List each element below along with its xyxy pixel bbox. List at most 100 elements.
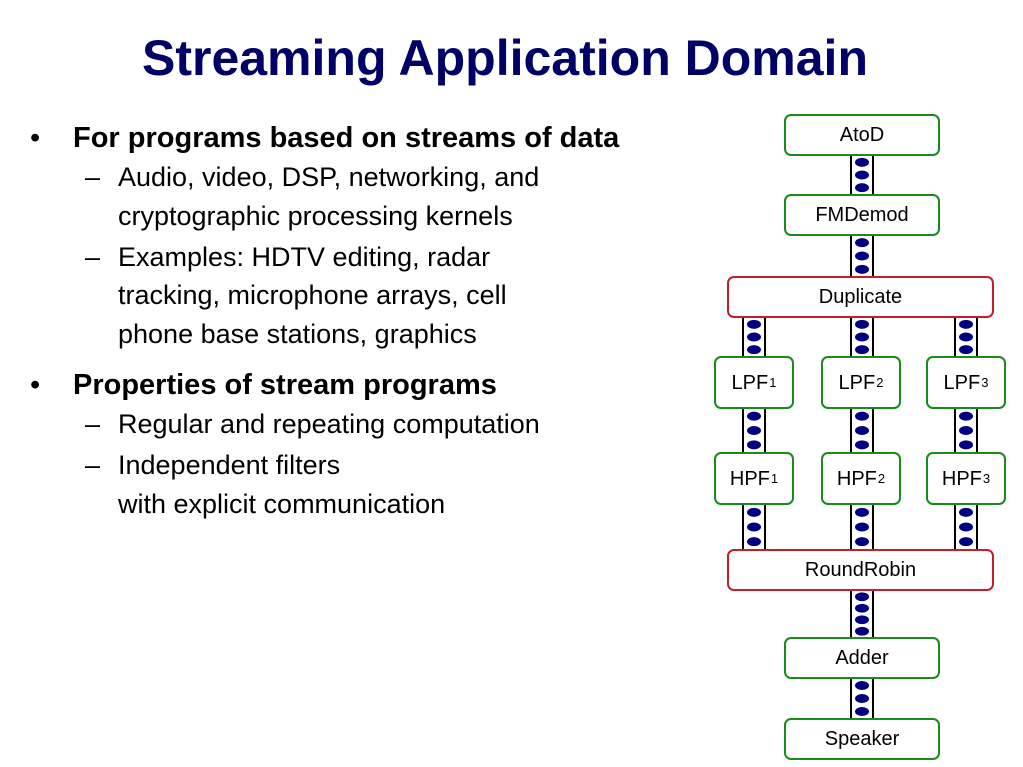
channel-adder-speaker [850,679,874,718]
channel-duplicate-lpf3 [954,318,978,356]
channel-lpf2-hpf2 [850,409,874,452]
data-token [959,537,973,547]
data-token [855,426,869,435]
data-token [747,537,761,547]
dash-marker: – [85,409,101,440]
node-label: LPF [943,371,981,394]
channel-atod-fmdemod [850,156,874,194]
channel-roundrobin-adder [850,591,874,637]
bullet-item-2: • Properties of stream programs [28,367,728,403]
data-token [959,411,973,421]
channel-lpf3-hpf3 [954,409,978,452]
node-fmdemod: FMDemod [784,194,940,236]
data-token [855,251,869,261]
node-adder: Adder [784,637,940,679]
sub-bullet-line: Examples: HDTV editing, radar [118,241,491,272]
data-token [959,426,973,435]
dash-marker: – [85,450,101,481]
bullet-item-1: • For programs based on streams of data [28,120,728,156]
sub-bullet-item: – Independent filters with explicit comm… [28,446,728,523]
node-label: LPF [838,371,876,394]
node-speaker: Speaker [784,718,940,760]
data-token [855,332,869,342]
channel-fmdemod-duplicate [850,236,874,276]
channel-duplicate-lpf2 [850,318,874,356]
bullet-list: • For programs based on streams of data … [28,120,728,523]
channel-duplicate-lpf1 [742,318,766,356]
node-label: Adder [835,647,889,669]
sub-bullet-item: – Audio, video, DSP, networking, and cry… [28,158,728,235]
channel-hpf1-roundrobin [742,505,766,549]
bullet-marker: • [30,122,41,154]
bullet-marker: • [30,368,41,401]
node-label: FMDemod [815,204,909,226]
node-label: LPF [731,371,769,394]
sub-bullet-item: – Regular and repeating computation [28,405,728,443]
data-token [855,592,869,602]
data-token [959,332,973,342]
data-token [747,440,761,450]
sub-bullet-line: tracking, microphone arrays, cell [118,280,507,311]
data-token [855,707,869,716]
data-token [855,157,869,167]
node-label: HPF [941,467,982,490]
bullet-text: Properties of stream programs [73,368,497,401]
node-atod: AtoD [784,114,940,156]
sub-bullet-line: Independent filters [118,450,341,481]
node-roundrobin: RoundRobin [727,549,994,591]
data-token [855,615,869,625]
node-label: HPF [836,467,877,490]
data-token [855,507,869,517]
data-token [959,522,973,532]
data-token [959,345,973,355]
sub-bullet-item: – Examples: HDTV editing, radar tracking… [28,238,728,353]
data-token [855,170,869,180]
data-token [855,694,869,703]
node-label: Duplicate [818,286,903,308]
data-token [855,183,869,193]
data-token [855,603,869,613]
node-label: AtoD [839,124,885,146]
data-token [959,440,973,450]
data-token [855,537,869,547]
sub-bullet-line: with explicit communication [118,488,446,519]
channel-hpf3-roundrobin [954,505,978,549]
node-label: Speaker [824,728,900,750]
data-token [855,681,869,690]
node-label: HPF [729,467,770,490]
data-token [747,522,761,532]
data-token [855,264,869,274]
data-token [855,522,869,532]
data-token [855,238,869,248]
data-token [747,426,761,435]
data-token [855,626,869,636]
data-token [747,507,761,517]
slide-title: Streaming Application Domain [141,30,868,86]
sub-bullet-line: Regular and repeating computation [118,409,540,440]
bullet-text: For programs based on streams of data [73,122,620,154]
sub-bullet-line: cryptographic processing kernels [118,200,513,231]
data-token [747,319,761,329]
node-label: RoundRobin [804,559,917,581]
data-token [747,345,761,355]
dash-marker: – [85,162,101,193]
channel-hpf2-roundrobin [850,505,874,549]
dash-marker: – [85,241,101,272]
data-token [747,411,761,421]
data-token [855,411,869,421]
data-token [959,507,973,517]
node-duplicate: Duplicate [727,276,994,318]
channel-lpf1-hpf1 [742,409,766,452]
sub-bullet-line: phone base stations, graphics [118,318,477,349]
data-token [747,332,761,342]
data-token [855,319,869,329]
sub-bullet-line: Audio, video, DSP, networking, and [118,162,540,193]
